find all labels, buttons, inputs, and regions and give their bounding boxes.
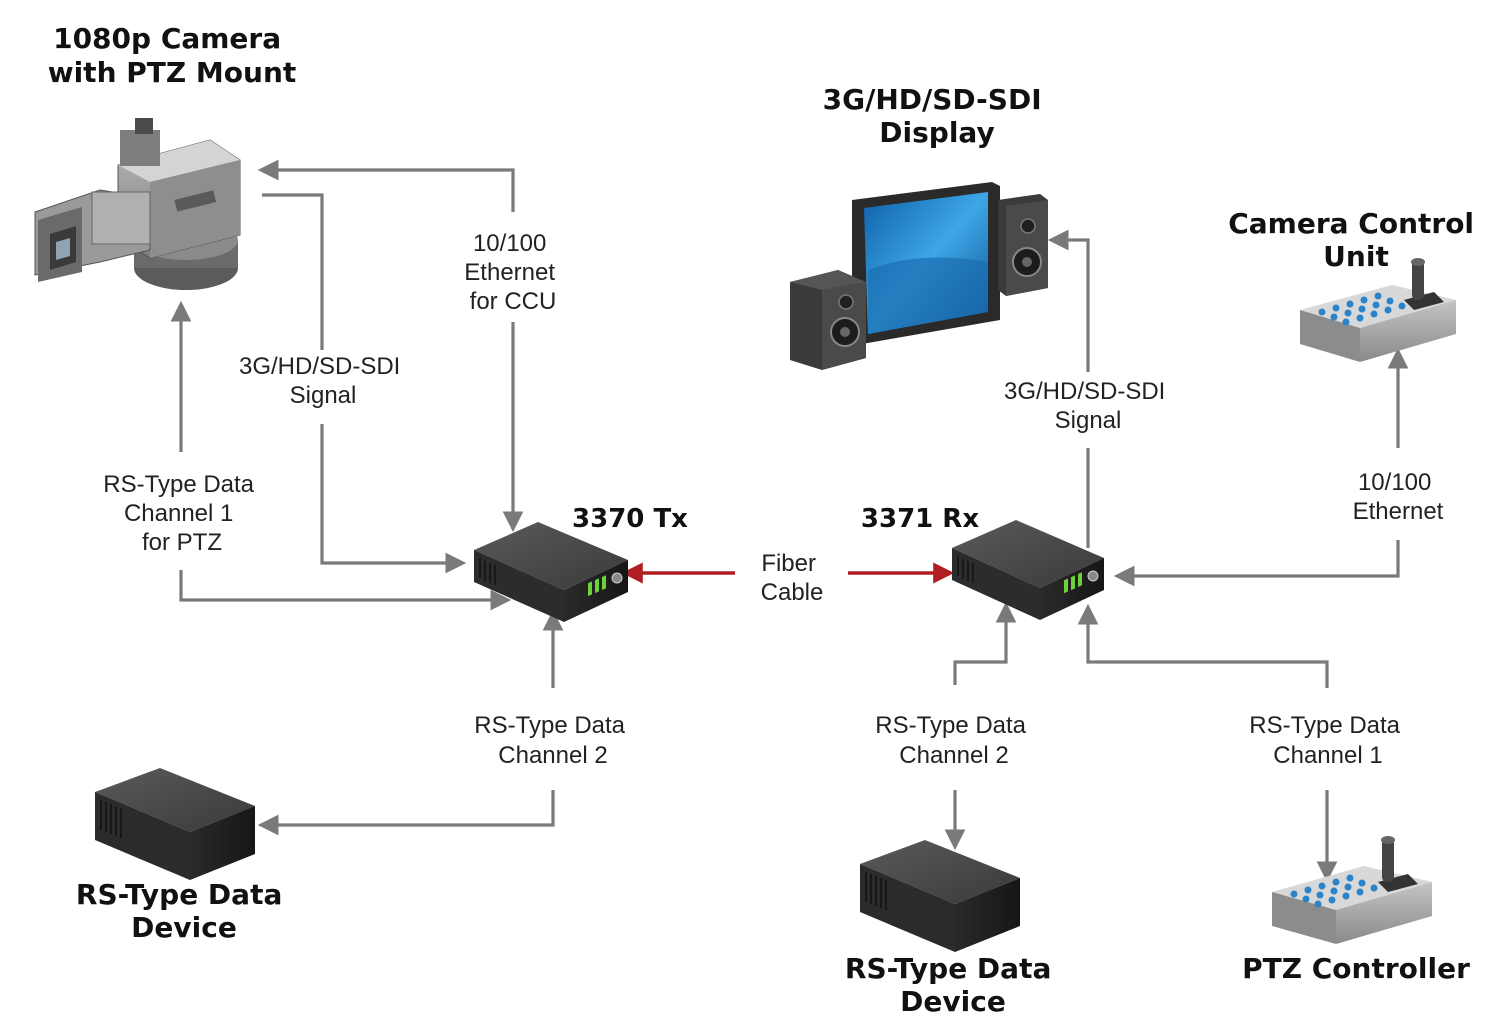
ccu-title: Camera Control Unit — [1228, 207, 1484, 273]
rx-title: 3371 Rx — [861, 504, 979, 534]
display-icon — [790, 182, 1048, 370]
ptz-controller-icon — [1272, 836, 1432, 944]
camera-icon — [34, 118, 241, 290]
rs-device-left-icon — [95, 768, 255, 880]
rx-unit-icon — [952, 520, 1104, 620]
rs-ch2-left-label: RS-Type Data Channel 2 — [474, 712, 631, 769]
sdi-left-line-bottom — [320, 424, 467, 574]
sdi-signal-left-label: 3G/HD/SD-SDI Signal — [239, 353, 407, 409]
rs-ch1-ptz-label: RS-Type Data Channel 1 for PTZ — [103, 471, 260, 556]
rs-device-right-icon — [860, 840, 1020, 952]
rs-ch2-right-label: RS-Type Data Channel 2 — [875, 712, 1032, 769]
connectors — [170, 159, 1409, 883]
rs-ch1-right-label: RS-Type Data Channel 1 — [1249, 712, 1406, 769]
ethernet-right-label: 10/100 Ethernet — [1353, 469, 1444, 525]
rs-ch2-left-line-device — [257, 790, 555, 836]
camera-title: 1080p Camera with PTZ Mount — [48, 22, 297, 89]
fiber-cable-label: Fiber Cable — [761, 550, 824, 606]
ptz-controller-title: PTZ Controller — [1242, 952, 1470, 985]
ccu-icon — [1300, 258, 1456, 362]
sdi-signal-right-label: 3G/HD/SD-SDI Signal — [1004, 378, 1172, 434]
sdi-right-line-top — [1047, 229, 1090, 372]
rs-device-right-title: RS-Type Data Device — [845, 952, 1061, 1018]
rs-ch2-right-line-up — [953, 601, 1017, 685]
tx-title: 3370 Tx — [572, 504, 688, 534]
ethernet-ccu-line-top — [257, 159, 515, 212]
rs-device-left-title: RS-Type Data Device — [76, 878, 292, 944]
rs-ch1-right-line-up — [1077, 603, 1329, 688]
rs-ch1-ptz-line-right — [179, 570, 512, 611]
tx-unit-icon — [474, 522, 628, 622]
ethernet-right-line-down — [1113, 540, 1400, 587]
display-title: 3G/HD/SD-SDI Display — [823, 83, 1052, 149]
sdi-left-line-top — [262, 193, 324, 350]
ethernet-ccu-label: 10/100 Ethernet for CCU — [464, 230, 561, 315]
